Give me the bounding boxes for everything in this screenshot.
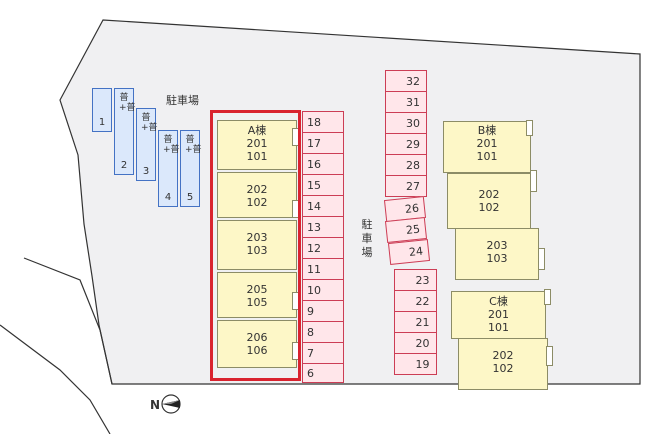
unit-number-upper: 202	[492, 349, 514, 362]
parking-space: 6	[302, 363, 344, 383]
unit-number-lower: 106	[246, 344, 268, 357]
unit-number-lower: 101	[476, 150, 498, 163]
bike-slot: 普+普 5	[180, 130, 202, 207]
unit-number-lower: 105	[246, 296, 268, 309]
building-a-title: A棟	[247, 124, 267, 137]
unit-number-lower: 103	[486, 252, 508, 265]
parking-space: 19	[394, 353, 437, 375]
parking-label-middle: 駐 車 場	[360, 218, 374, 260]
parking-space: 8	[302, 321, 344, 344]
bike-slot-annotation: 普+普	[141, 113, 158, 133]
compass	[161, 394, 181, 414]
compass-needle-light	[162, 400, 180, 404]
parking-space: 16	[302, 153, 344, 176]
balcony-notch	[538, 248, 545, 270]
unit-number-lower: 102	[492, 362, 514, 375]
bike-slot: 普+普 2	[114, 88, 136, 175]
parking-space: 17	[302, 132, 344, 155]
unit-number-upper: 201	[246, 137, 268, 150]
parking-space: 24	[387, 238, 431, 266]
parking-label-char: 場	[361, 246, 373, 259]
bike-slot: 1	[92, 88, 112, 132]
parking-space: 30	[385, 112, 427, 134]
parking-space: 20	[394, 332, 437, 354]
building-c-unit: 202 102	[458, 338, 548, 390]
parking-space: 7	[302, 342, 344, 365]
unit-number-upper: 202	[478, 188, 500, 201]
bike-slot-annotation: 普+普	[163, 135, 180, 155]
unit-number-lower: 101	[488, 321, 509, 334]
unit-number-lower: 101	[246, 150, 268, 163]
parking-space: 31	[385, 91, 427, 113]
parking-space: 21	[394, 311, 437, 333]
parking-space: 29	[385, 133, 427, 155]
bike-slot-number: 1	[98, 117, 106, 128]
unit-number-upper: 201	[476, 137, 498, 150]
unit-number-upper: 203	[486, 239, 508, 252]
unit-number-upper: 203	[246, 231, 268, 244]
balcony-notch	[546, 346, 553, 366]
parking-space: 9	[302, 300, 344, 323]
parking-space: 23	[394, 269, 437, 291]
building-b-title: B棟	[477, 124, 497, 137]
parking-space: 32	[385, 70, 427, 92]
balcony-notch	[544, 289, 551, 305]
unit-number-upper: 206	[246, 331, 268, 344]
parking-space: 13	[302, 216, 344, 239]
building-c-title: C棟	[489, 295, 508, 308]
bike-slot-number: 3	[142, 166, 150, 177]
parking-space: 27	[385, 175, 427, 197]
unit-number-upper: 201	[488, 308, 509, 321]
unit-number-lower: 102	[478, 201, 500, 214]
road-line-lower	[0, 324, 111, 434]
parking-label-char: 駐	[361, 218, 373, 231]
compass-label: N	[150, 398, 161, 412]
parking-space: 28	[385, 154, 427, 176]
bike-slot: 普+普 4	[158, 130, 180, 207]
building-a-unit: 203 103	[217, 220, 297, 270]
building-b-unit: B棟 201 101	[443, 121, 531, 173]
bike-slot-number: 2	[120, 160, 128, 171]
road-line	[23, 257, 113, 385]
lot-boundary	[59, 19, 641, 385]
bike-slot: 普+普 3	[136, 108, 158, 181]
bike-slot-annotation: 普+普	[185, 135, 202, 155]
selected-building-highlight	[210, 110, 301, 381]
parking-space: 18	[302, 111, 344, 134]
unit-number-upper: 202	[246, 183, 268, 196]
parking-label-top: 駐車場	[166, 94, 199, 107]
parking-space: 10	[302, 279, 344, 302]
parking-space: 12	[302, 237, 344, 260]
parking-space: 14	[302, 195, 344, 218]
bike-slot-number: 4	[164, 192, 172, 203]
bike-slot-number: 5	[186, 192, 194, 203]
parking-space: 15	[302, 174, 344, 197]
unit-number-lower: 103	[246, 244, 268, 257]
building-b-unit: 203 103	[455, 228, 539, 280]
balcony-notch	[526, 120, 533, 136]
building-a-unit: 206 106	[217, 320, 297, 368]
building-c-unit: C棟 201 101	[451, 291, 546, 339]
unit-number-upper: 205	[246, 283, 268, 296]
building-a-unit: A棟 201 101	[217, 120, 297, 170]
building-b-unit: 202 102	[447, 173, 531, 229]
parking-label-char: 車	[361, 232, 373, 245]
balcony-notch	[530, 170, 537, 192]
bike-slot-annotation: 普+普	[119, 93, 136, 113]
parking-space: 22	[394, 290, 437, 312]
building-a-unit: 202 102	[217, 172, 297, 218]
parking-space: 11	[302, 258, 344, 281]
unit-number-lower: 102	[246, 196, 268, 209]
